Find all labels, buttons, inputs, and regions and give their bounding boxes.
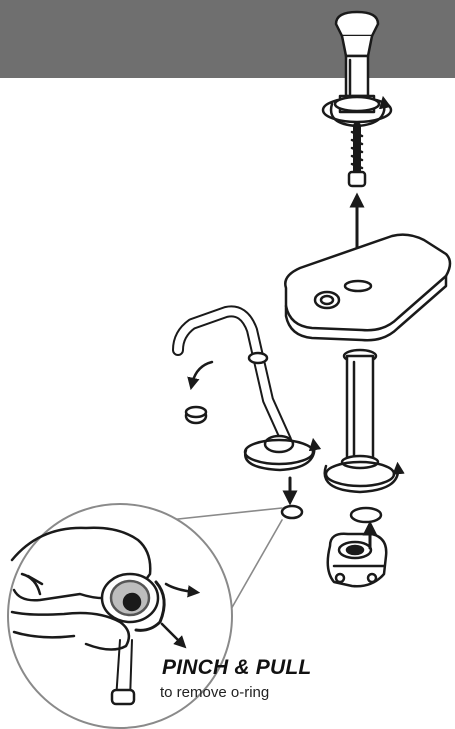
aerator (186, 407, 206, 423)
valve-cartridge (328, 534, 386, 587)
o-ring (282, 506, 302, 518)
down-arrow-icon (192, 362, 212, 384)
caption-subtitle: to remove o-ring (160, 684, 269, 701)
rotate-arrow-icon (325, 466, 398, 492)
push-button-cap (336, 12, 378, 96)
threaded-rod (349, 126, 365, 186)
deck-plate (285, 235, 450, 341)
callout-line (226, 520, 282, 618)
caption-title: PINCH & PULL (162, 656, 311, 680)
faucet-spout (178, 311, 313, 464)
o-ring (351, 508, 381, 522)
shank-tube (326, 350, 394, 486)
